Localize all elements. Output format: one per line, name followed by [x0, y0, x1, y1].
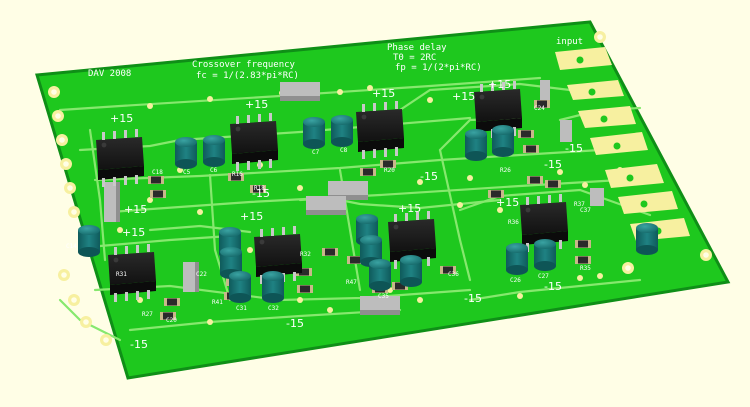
rail-minus-5: -15 — [130, 338, 148, 351]
svg-text:C26: C26 — [510, 277, 521, 284]
svg-text:C36: C36 — [448, 271, 459, 278]
svg-text:C27: C27 — [538, 273, 549, 280]
crossover-formula: fc = 1/(2.83*pi*RC) — [196, 71, 299, 81]
svg-text:C20: C20 — [166, 317, 177, 324]
svg-text:R32: R32 — [300, 251, 311, 258]
rail-minus-2: -15 — [420, 170, 438, 183]
rail-plus-4: +15 — [452, 90, 475, 103]
rail-plus-7: +15 — [122, 226, 145, 239]
crossover-title: Crossover frequency — [192, 60, 296, 70]
gray-resistor-blocks — [104, 80, 604, 315]
phase-title: Phase delay — [387, 43, 447, 53]
phase-formula-t0: T0 = 2RC — [393, 53, 436, 63]
svg-text:R16: R16 — [232, 171, 243, 178]
svg-text:C18: C18 — [152, 169, 163, 176]
rail-plus-8: +15 — [240, 210, 263, 223]
svg-text:R31: R31 — [116, 271, 127, 278]
svg-text:C32: C32 — [268, 305, 279, 312]
svg-text:C22: C22 — [196, 271, 207, 278]
svg-text:R26: R26 — [500, 167, 511, 174]
rail-plus-3: +15 — [372, 87, 395, 100]
svg-text:C35: C35 — [378, 293, 389, 300]
svg-text:R47: R47 — [346, 279, 357, 286]
phase-formula-fp: fp = 1/(2*pi*RC) — [395, 63, 482, 73]
svg-text:C8: C8 — [340, 147, 348, 154]
rail-plus-2: +15 — [245, 98, 268, 111]
rail-minus-3: -15 — [544, 158, 562, 171]
input-label: input — [556, 37, 583, 47]
rail-minus-6: -15 — [286, 317, 304, 330]
rail-plus-6: +15 — [124, 203, 147, 216]
rail-plus-10: +15 — [496, 196, 519, 209]
reference-designators: C5 C6 C7 C8 C14 C18 C20 C22 C24 C26 C27 … — [66, 105, 591, 324]
svg-text:R37: R37 — [574, 201, 585, 208]
svg-text:C14: C14 — [66, 243, 77, 250]
rail-minus-1: -15 — [252, 187, 270, 200]
silkscreen-texts: DAV 2008 Crossover frequency fc = 1/(2.8… — [88, 37, 583, 81]
rail-minus-8: -15 — [544, 280, 562, 293]
svg-text:R35: R35 — [580, 265, 591, 272]
svg-text:R27: R27 — [142, 311, 153, 318]
svg-text:C6: C6 — [210, 167, 218, 174]
svg-text:C31: C31 — [236, 305, 247, 312]
svg-text:R18: R18 — [254, 185, 265, 192]
rail-labels: +15 +15 +15 +15 +15 +15 +15 +15 +15 +15 … — [110, 78, 583, 351]
rail-minus-7: -15 — [464, 292, 482, 305]
svg-text:R41: R41 — [212, 299, 223, 306]
svg-text:C5: C5 — [183, 169, 191, 176]
rail-minus-4: -15 — [565, 142, 583, 155]
author-year: DAV 2008 — [88, 69, 131, 79]
svg-text:C24: C24 — [534, 105, 545, 112]
svg-text:C37: C37 — [580, 207, 591, 214]
svg-text:C7: C7 — [312, 149, 320, 156]
rail-plus-9: +15 — [398, 202, 421, 215]
svg-text:R20: R20 — [384, 167, 395, 174]
rail-plus-1: +15 — [110, 112, 133, 125]
rail-plus-5: +15 — [488, 78, 511, 91]
svg-text:R36: R36 — [508, 219, 519, 226]
